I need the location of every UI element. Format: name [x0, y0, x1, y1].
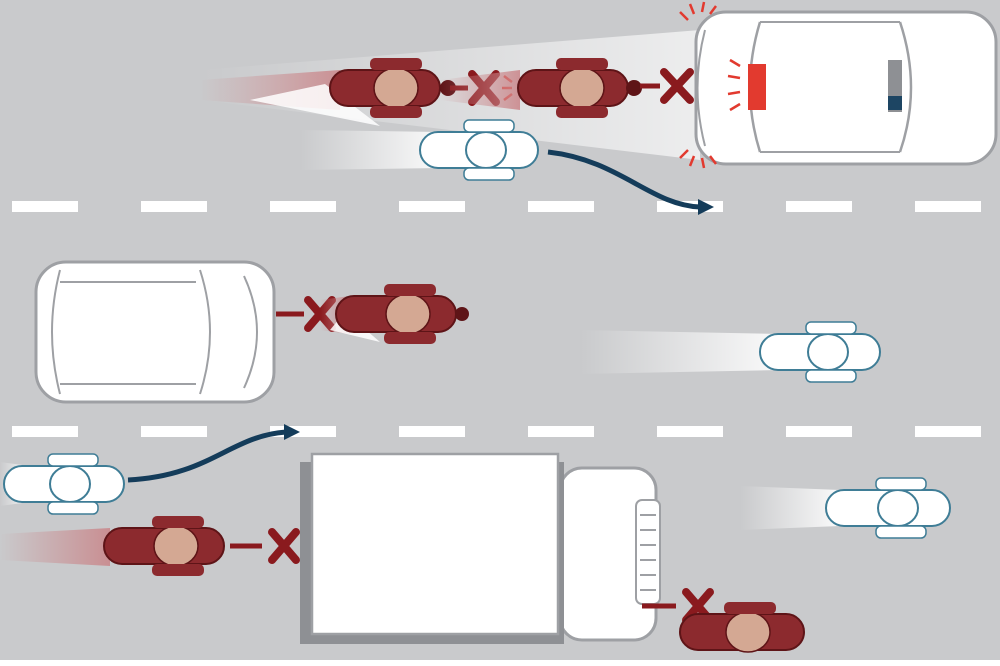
- x-mark-icon: [230, 528, 300, 564]
- unsafe-motorcycle-middle: [320, 284, 469, 344]
- unsafe-motorcycle-top-1: [200, 58, 456, 126]
- lane-divider-bottom: [12, 426, 981, 437]
- safe-motorcycle-bottom-right: [740, 477, 951, 539]
- unsafe-motorcycle-top-2: [440, 58, 642, 118]
- safe-motorcycle-middle: [580, 321, 881, 383]
- car-top-right: [694, 10, 998, 166]
- safe-motorcycle-bottom-left: [0, 453, 125, 515]
- safe-motorcycle-top: [300, 119, 539, 181]
- road-edge-line: [0, 660, 1000, 666]
- curved-arrow-icon: [127, 424, 300, 483]
- unsafe-motorcycle-bottom-right: [679, 602, 805, 653]
- brake-light-icon: [748, 64, 766, 110]
- box-truck: [300, 452, 661, 644]
- unsafe-motorcycle-bottom-left: [0, 516, 225, 576]
- x-mark-icon: [640, 68, 694, 104]
- curved-arrow-icon: [547, 149, 714, 215]
- car-middle-left: [34, 260, 276, 404]
